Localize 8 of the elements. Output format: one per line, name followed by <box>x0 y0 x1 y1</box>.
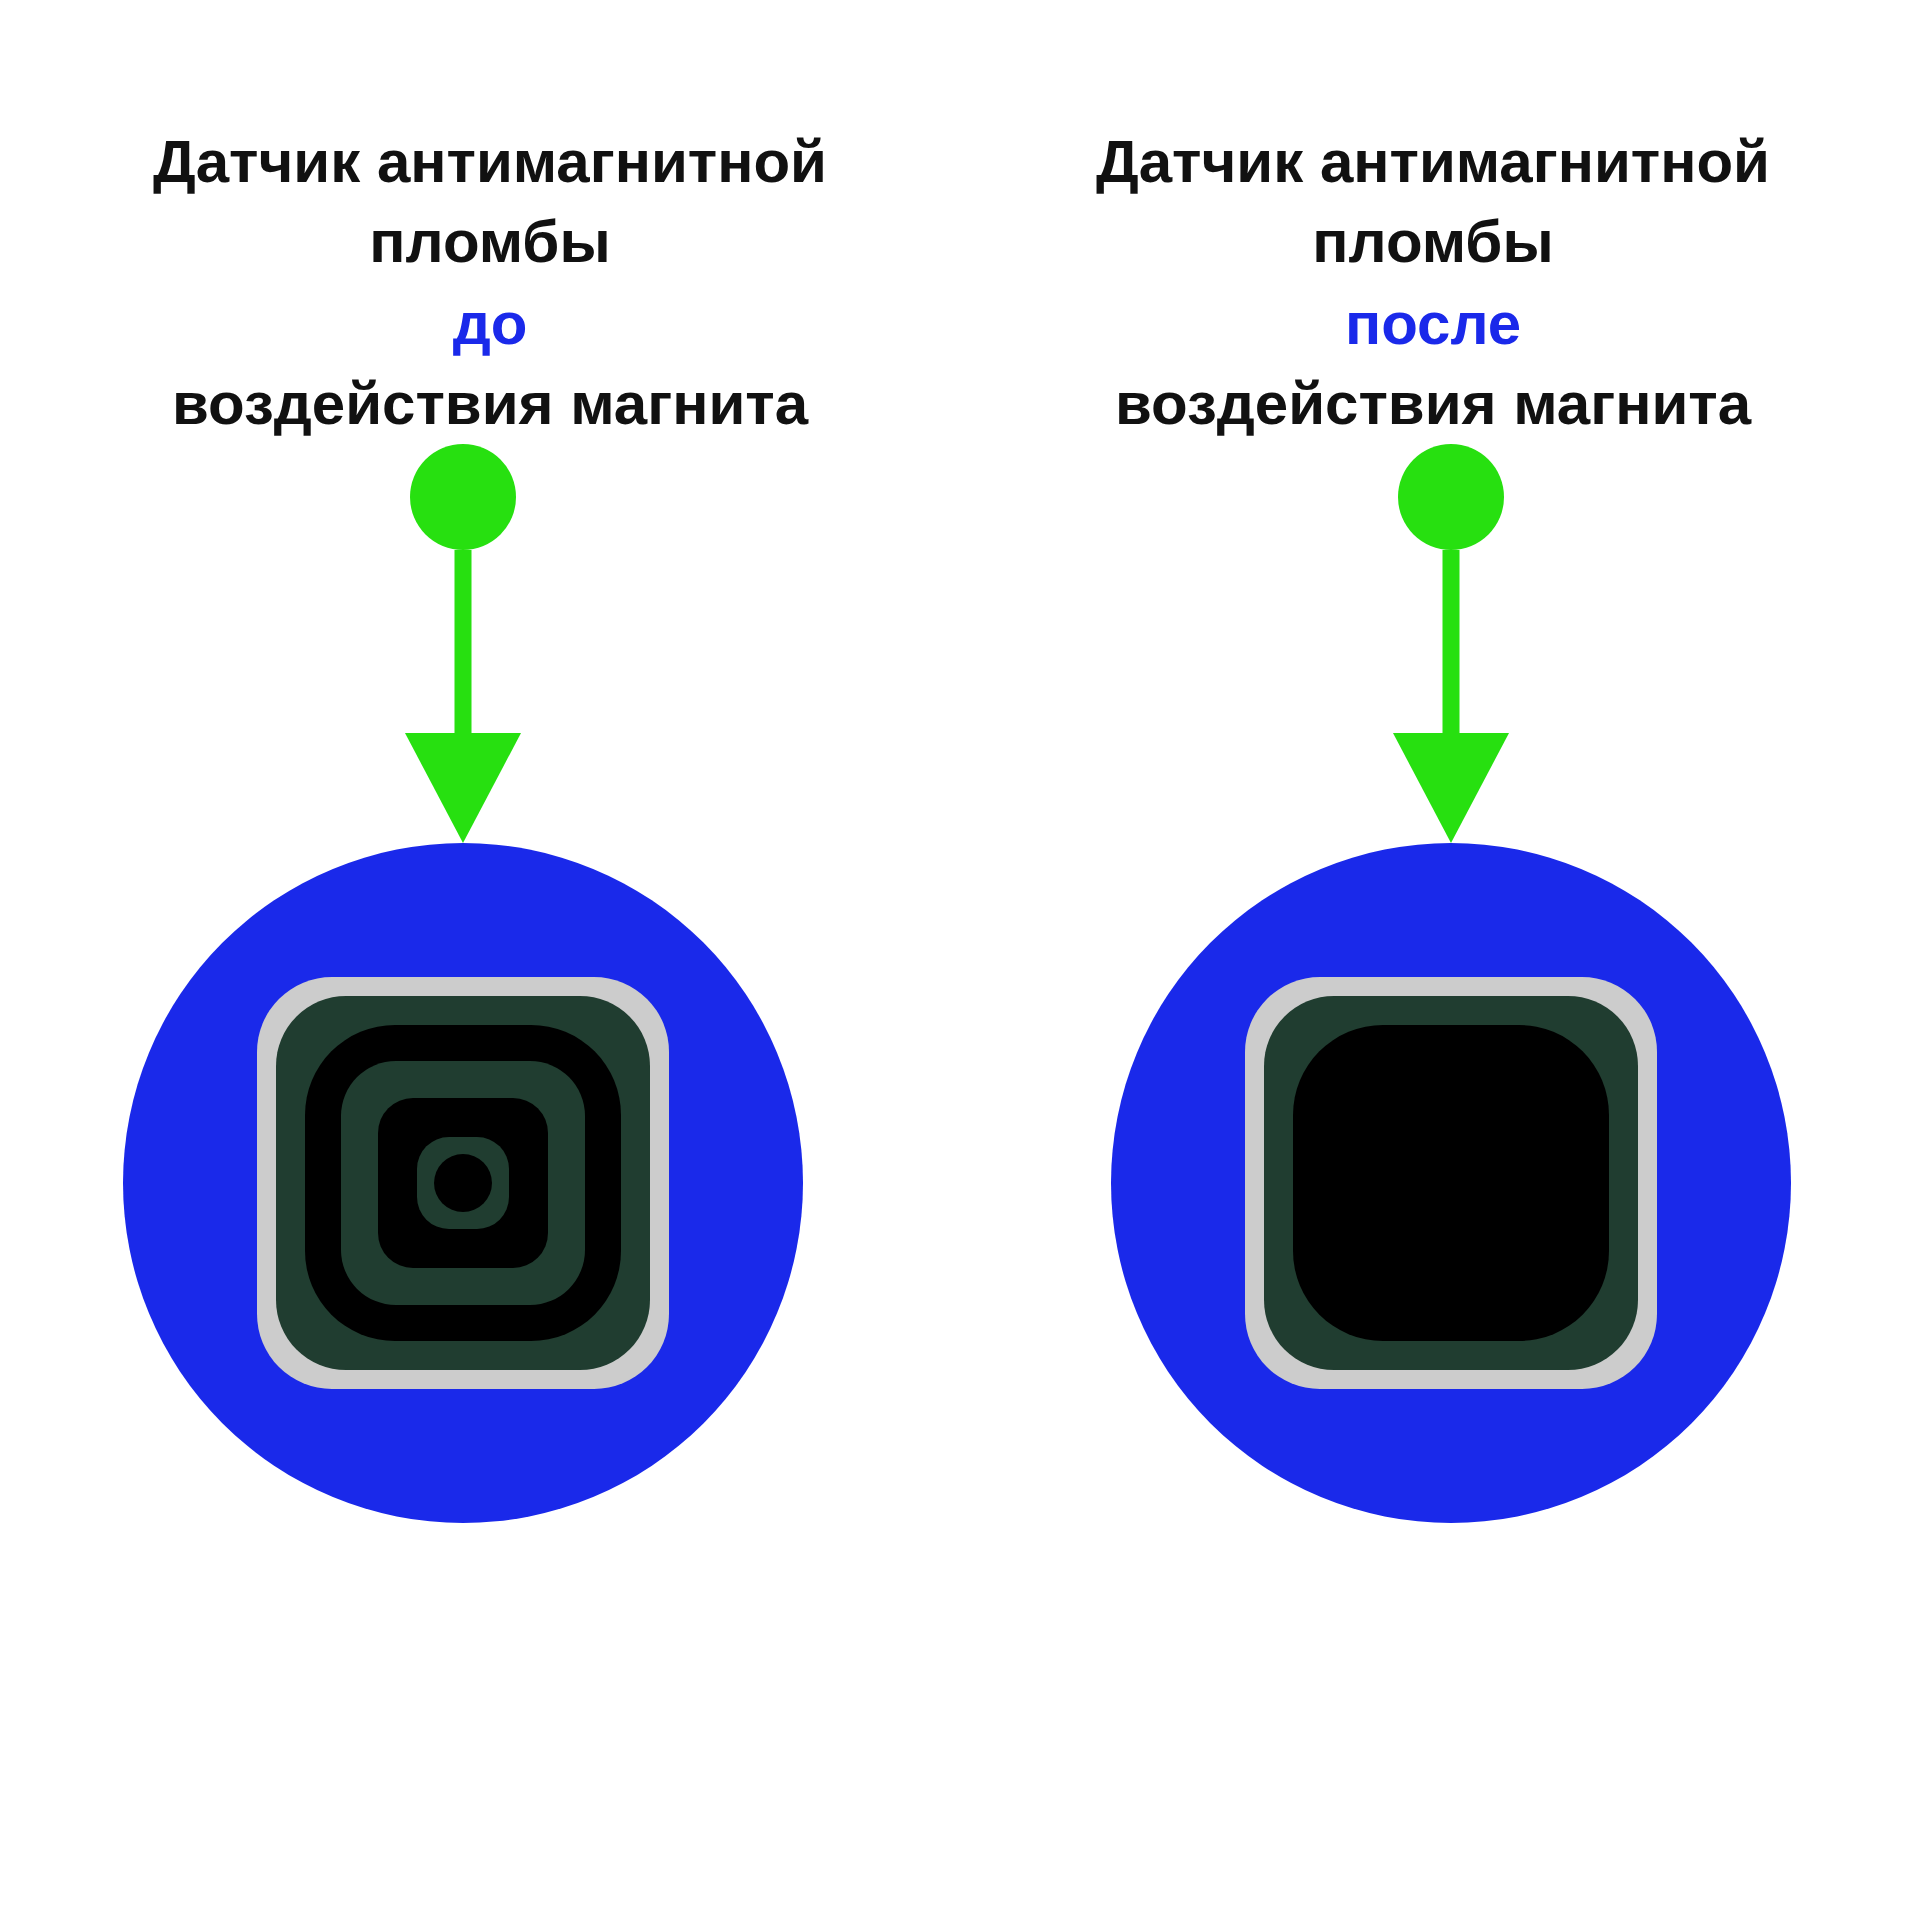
heading-text: до <box>452 289 528 359</box>
arrow <box>1393 550 1509 843</box>
heading-text: воздействия магнита <box>171 369 809 439</box>
heading-text: после <box>1344 289 1522 359</box>
arrow <box>405 550 521 843</box>
heading-text: воздействия магнита <box>1114 369 1752 439</box>
heading-text: Датчик антимагнитной пломбы <box>151 127 828 277</box>
heading-text: Датчик антимагнитной пломбы <box>1094 127 1771 277</box>
